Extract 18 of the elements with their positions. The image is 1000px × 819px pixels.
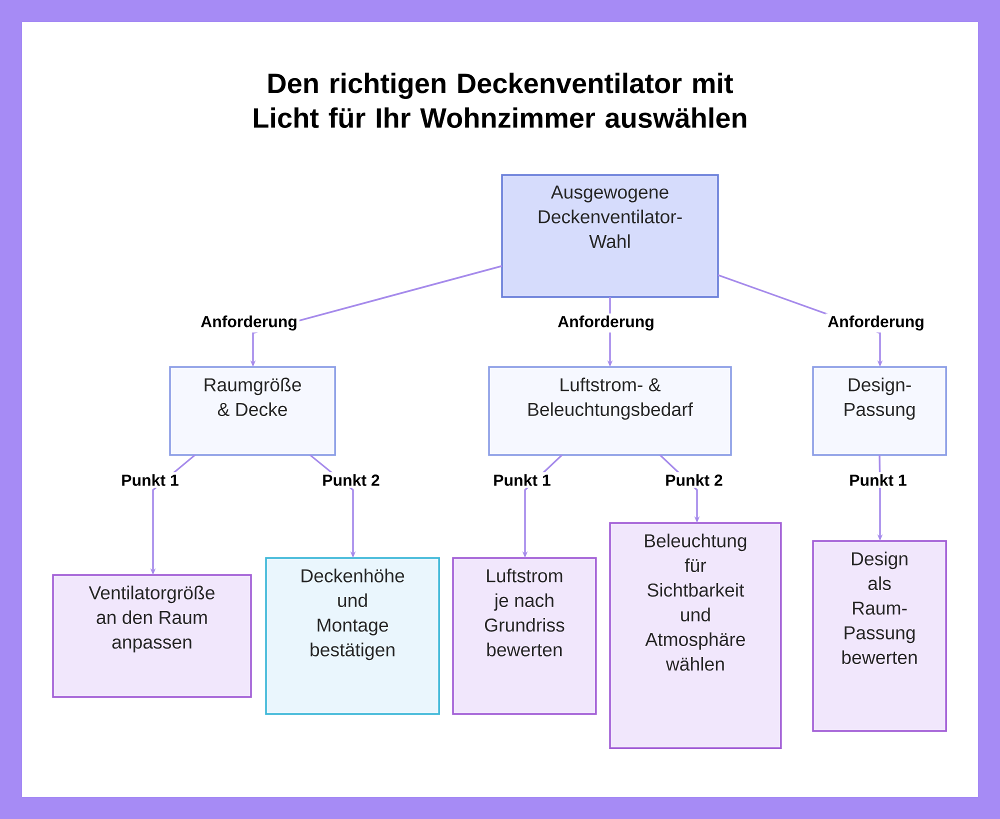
category-box: Luftstrom- & Beleuchtungsbedarf	[488, 366, 732, 456]
edge-label: Punkt 1	[491, 472, 553, 488]
edge-label: Anforderung	[198, 314, 300, 332]
edge-label: Punkt 2	[320, 472, 382, 488]
title: Den richtigen Deckenventilator mit Licht für Ihr Wohnzimmer auswählen	[254, 72, 746, 128]
task-box: Ventilatorgröße an den Raum anpassen	[52, 574, 252, 698]
root-box: Ausgewogene Deckenventilator-Wahl	[501, 174, 719, 298]
task-box: Beleuchtung für Sichtbarkeit und Atmosphäre wählen	[609, 522, 782, 749]
edge-label: Punkt 1	[119, 472, 181, 488]
task-box: Design als Raum-Passung bewerten	[812, 540, 947, 732]
edge-label: Anforderung	[556, 314, 656, 332]
category-box: Raumgröße & Decke	[169, 366, 336, 456]
category-box: Design-Passung	[812, 366, 947, 456]
edge-label: Anforderung	[826, 314, 926, 332]
edge-label: Punkt 1	[847, 472, 909, 488]
edge-label: Punkt 2	[663, 472, 725, 488]
task-box: Deckenhöhe und Montage bestätigen	[265, 557, 440, 715]
task-box: Luftstrom je nach Grundriss bewerten	[452, 557, 597, 715]
